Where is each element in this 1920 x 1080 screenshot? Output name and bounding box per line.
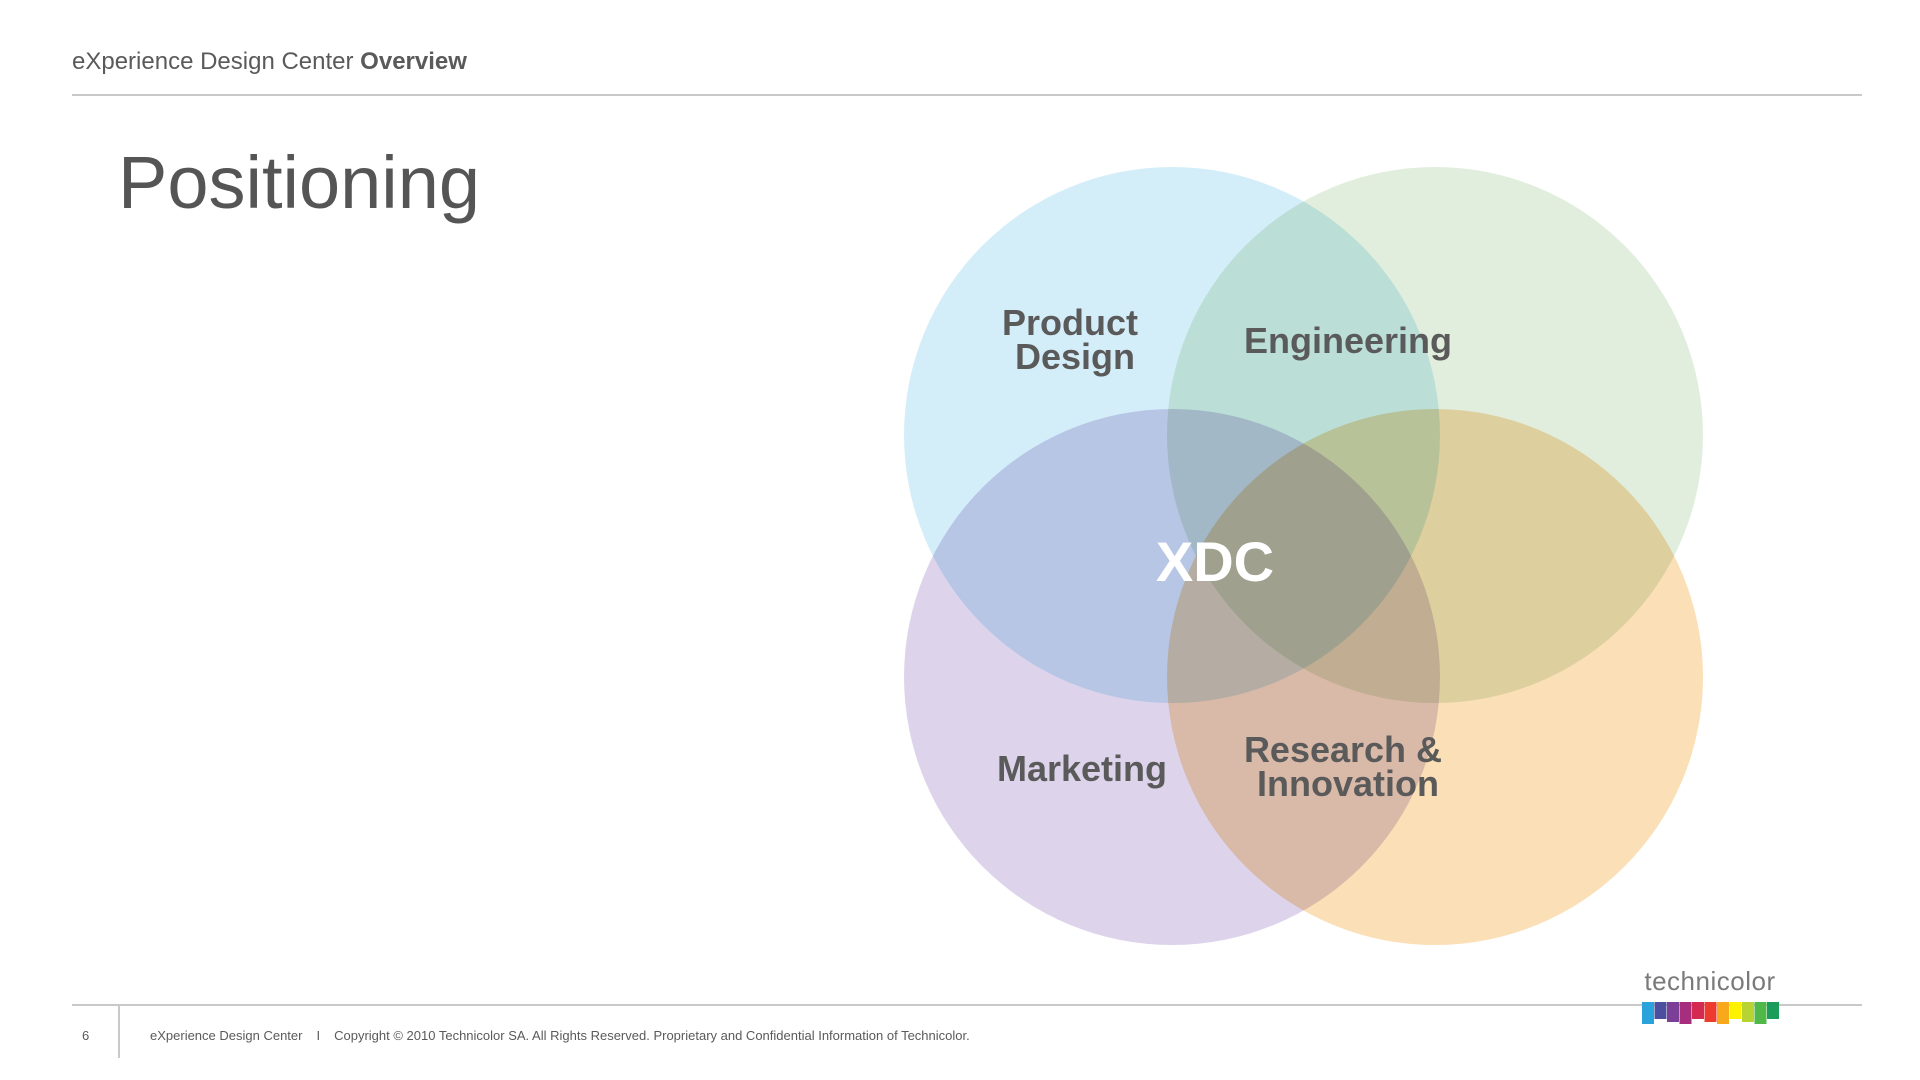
logo-color-block [1742,1002,1754,1022]
logo-color-block [1729,1002,1742,1019]
footer-divider [72,1004,1862,1006]
logo-color-block [1667,1002,1679,1022]
label-research-innovation: Research & Innovation [1244,729,1452,804]
technicolor-logo: technicolor [1640,966,1780,1026]
footer-separator: I [316,1028,321,1043]
logo-color-block [1654,1002,1667,1019]
logo-color-block [1717,1002,1729,1024]
label-center-xdc: XDC [1156,530,1274,593]
page-number: 6 [82,1028,90,1043]
label-engineering: Engineering [1244,320,1452,361]
footer-copyright: Copyright © 2010 Technicolor SA. All Rig… [334,1028,970,1043]
venn-diagram: Product Design Engineering Marketing Res… [890,165,1730,965]
header-section-bold: Overview [360,48,467,75]
logo-color-block [1642,1002,1654,1024]
label-marketing: Marketing [997,748,1167,789]
header-section: eXperience Design Center [72,48,354,75]
logo-color-bar [1642,1002,1779,1024]
label-product-design: Product Design [1002,302,1148,377]
header: eXperience Design Center Overview [72,48,467,76]
logo-color-block [1754,1002,1767,1024]
header-divider [72,94,1862,96]
footer-org: eXperience Design Center [150,1028,303,1043]
logo-color-block [1679,1002,1692,1024]
slide-title: Positioning [118,141,481,224]
footer-text: eXperience Design Center I Copyright © 201… [150,1028,970,1043]
logo-wordmark: technicolor [1644,966,1776,996]
logo-color-block [1767,1002,1779,1019]
footer-vertical-divider [118,1006,120,1058]
logo-color-block [1692,1002,1704,1019]
circle-research-innovation [1167,409,1703,945]
logo-color-block [1704,1002,1717,1022]
